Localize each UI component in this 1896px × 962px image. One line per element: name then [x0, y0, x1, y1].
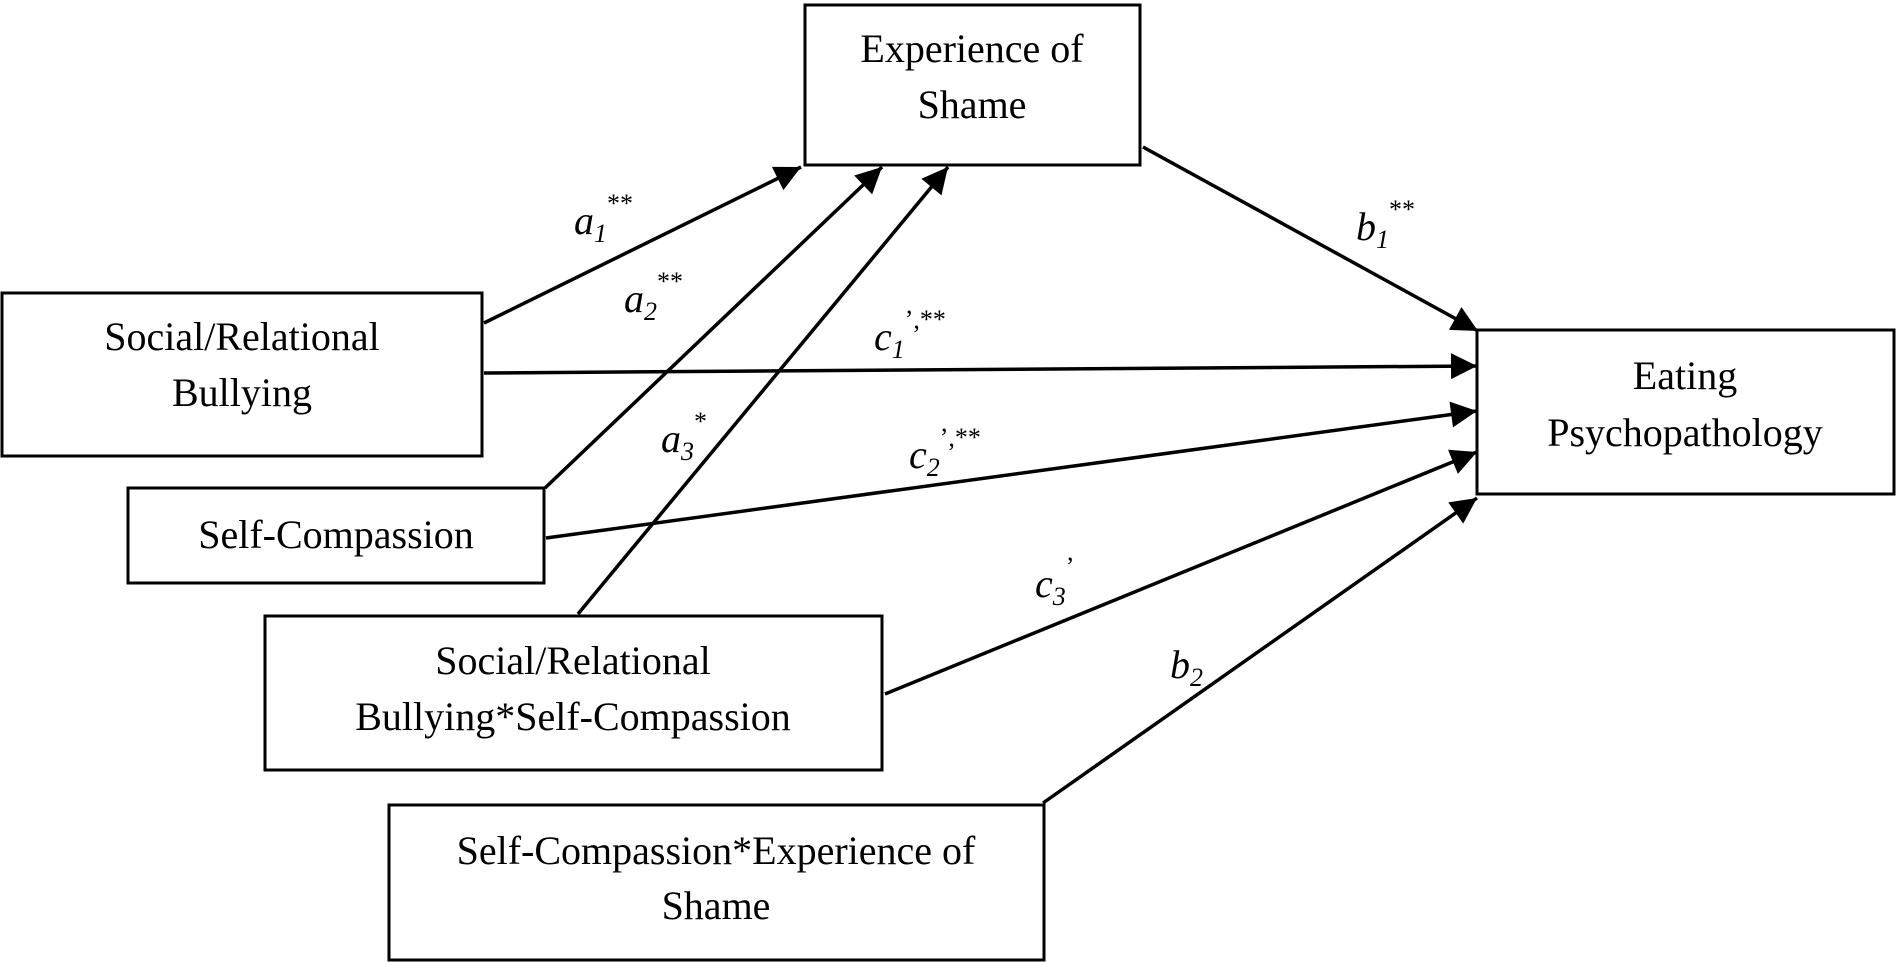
node-self-compassion: Self-Compassion [126, 486, 546, 585]
path-label-c3: c3’ [1035, 552, 1074, 611]
node-label-line: Bullying*Self-Compassion [355, 694, 791, 739]
node-label-line: Shame [918, 82, 1027, 127]
node-label-line: Shame [662, 883, 771, 928]
edge-c1 [483, 353, 1478, 380]
node-label-line: Social/Relational [435, 638, 711, 683]
node-label-line: Eating [1633, 353, 1737, 398]
edge-a2 [543, 165, 884, 490]
edge-a1 [483, 165, 802, 325]
edge-b2 [1041, 496, 1479, 805]
node-social-relational-bullying: Social/Relational Bullying [0, 291, 484, 458]
path-label-a3: a3* [661, 407, 707, 466]
path-label-b2: b2 [1170, 642, 1203, 692]
node-bullying-x-self-compassion: Social/Relational Bullying*Self-Compassi… [263, 614, 884, 772]
edge-c2 [545, 401, 1478, 540]
path-label-a1: a1** [574, 189, 633, 248]
node-label-line: Self-Compassion [198, 512, 474, 557]
path-label-a2: a2** [624, 267, 683, 326]
node-label-line: Psychopathology [1547, 410, 1823, 455]
edge-a3 [576, 165, 950, 616]
node-eating-psychopathology: Eating Psychopathology [1475, 328, 1896, 496]
path-label-b1: b1** [1356, 195, 1415, 254]
path-label-c1: c1’,** [874, 305, 946, 364]
edge-b1 [1142, 145, 1479, 333]
node-label-line: Self-Compassion*Experience of [457, 828, 976, 873]
node-self-compassion-x-shame: Self-Compassion*Experience of Shame [387, 803, 1046, 962]
node-experience-of-shame: Experience of Shame [803, 3, 1142, 167]
path-label-c2: c2’,** [909, 423, 981, 482]
edge-c3 [884, 449, 1478, 696]
node-label-line: Social/Relational [104, 314, 380, 359]
node-label-line: Experience of [860, 26, 1084, 71]
node-label-line: Bullying [172, 370, 312, 415]
